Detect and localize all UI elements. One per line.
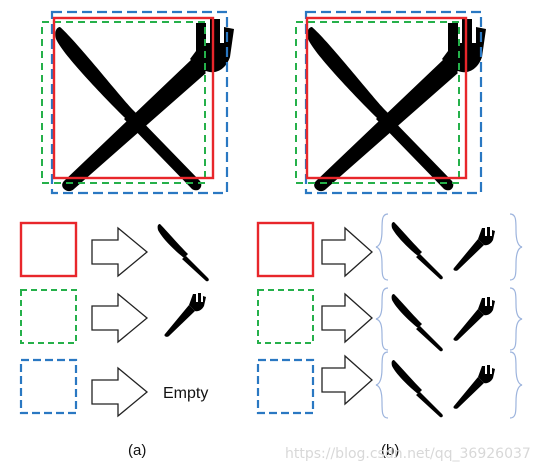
- arrow: [321, 292, 373, 344]
- panel-a-top: [41, 10, 234, 195]
- left-brace: [375, 213, 389, 281]
- panel-a-rows: Empty: [19, 221, 209, 418]
- fork-icon: [453, 227, 495, 271]
- knife-icon: [391, 360, 443, 418]
- left-brace: [375, 351, 389, 419]
- fork-and-knife-icon: [55, 19, 234, 192]
- green-dashed-box: [295, 21, 460, 184]
- green-box-legend: [20, 289, 77, 344]
- right-brace: [509, 213, 523, 281]
- red-box-legend: [256, 221, 315, 278]
- blue-dashed-box: [50, 10, 229, 195]
- panel-b-rows: [256, 213, 523, 419]
- right-brace: [509, 287, 523, 351]
- red-solid-box: [305, 16, 468, 180]
- knife-icon: [391, 222, 443, 280]
- panel-b-top: [295, 10, 486, 195]
- arrow: [321, 354, 373, 406]
- fork-icon: [453, 365, 495, 409]
- green-dashed-box: [41, 21, 206, 184]
- fork-icon: [453, 297, 495, 341]
- panel-b-label: (b): [381, 442, 399, 459]
- panel-a-label: (a): [128, 442, 146, 459]
- empty-label: Empty: [163, 385, 208, 402]
- knife-icon: [157, 224, 209, 282]
- red-box-legend: [19, 221, 78, 278]
- watermark: https://blog.csdn.net/qq_36926037: [285, 446, 531, 462]
- arrow: [321, 226, 373, 278]
- arrow: [91, 226, 149, 278]
- right-brace: [509, 351, 523, 419]
- blue-box-legend: [19, 358, 78, 415]
- blue-box-legend: [256, 358, 315, 415]
- knife-icon: [391, 294, 443, 352]
- fork-icon: [164, 293, 206, 337]
- arrow: [91, 366, 149, 418]
- arrow: [91, 292, 149, 344]
- left-brace: [375, 287, 389, 351]
- red-solid-box: [52, 16, 215, 180]
- green-box-legend: [257, 289, 314, 344]
